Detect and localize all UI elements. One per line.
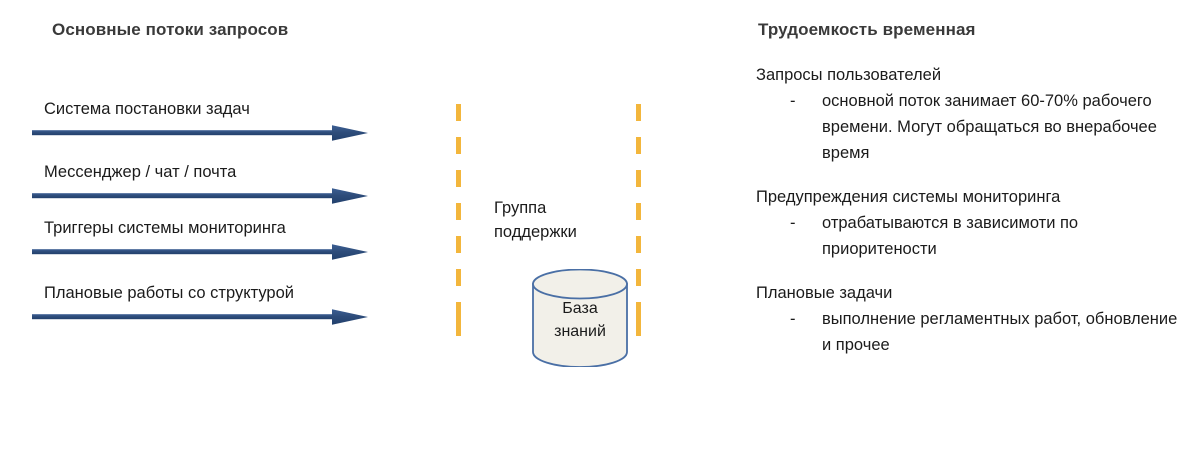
- flow-label: Мессенджер / чат / почта: [44, 163, 237, 181]
- bullet-dash-icon: -: [790, 310, 796, 328]
- arrow-right-icon: [32, 308, 368, 326]
- effort-bullet-item: - отрабатываются в зависимоти по приорит…: [756, 210, 1186, 262]
- arrow-right-icon: [32, 124, 368, 142]
- effort-block: Предупреждения системы мониторинга - отр…: [756, 184, 1186, 262]
- arrow-right-icon: [32, 243, 368, 261]
- effort-bullet-text: отрабатываются в зависимоти по приоритен…: [822, 214, 1079, 258]
- flow-label: Триггеры системы мониторинга: [44, 219, 286, 237]
- effort-bullet-text: основной поток занимает 60-70% рабочего …: [822, 92, 1157, 162]
- request-flows-group: Система постановки задач Мессенджер: [0, 0, 420, 459]
- effort-block-heading: Запросы пользователей: [756, 66, 942, 84]
- dashed-vertical-line-icon: [456, 104, 461, 336]
- support-group-label-line: Группа: [494, 199, 547, 217]
- effort-bullet-item: - выполнение регламентных работ, обновле…: [756, 306, 1186, 358]
- support-group-label-line: поддержки: [494, 223, 577, 241]
- bullet-dash-icon: -: [790, 92, 796, 110]
- dashed-vertical-line-icon: [636, 104, 641, 336]
- effort-bullet-item: - основной поток занимает 60-70% рабочег…: [756, 88, 1186, 166]
- effort-block: Плановые задачи - выполнение регламентны…: [756, 280, 1186, 358]
- effort-bullet-text: выполнение регламентных работ, обновлени…: [822, 310, 1178, 354]
- effort-breakdown-group: Запросы пользователей - основной поток з…: [756, 62, 1186, 376]
- page-title-right: Трудоемкость временная: [758, 20, 976, 39]
- database-cylinder-icon: [531, 269, 629, 367]
- effort-block-heading: Плановые задачи: [756, 284, 893, 302]
- arrow-right-icon: [32, 187, 368, 205]
- page-title-left: Основные потоки запросов: [52, 20, 289, 39]
- effort-block: Запросы пользователей - основной поток з…: [756, 62, 1186, 166]
- support-group-label: Группа поддержки: [494, 196, 634, 244]
- flow-label: Система постановки задач: [44, 100, 250, 118]
- effort-block-heading: Предупреждения системы мониторинга: [756, 188, 1061, 206]
- flow-label: Плановые работы со структурой: [44, 284, 294, 302]
- bullet-dash-icon: -: [790, 214, 796, 232]
